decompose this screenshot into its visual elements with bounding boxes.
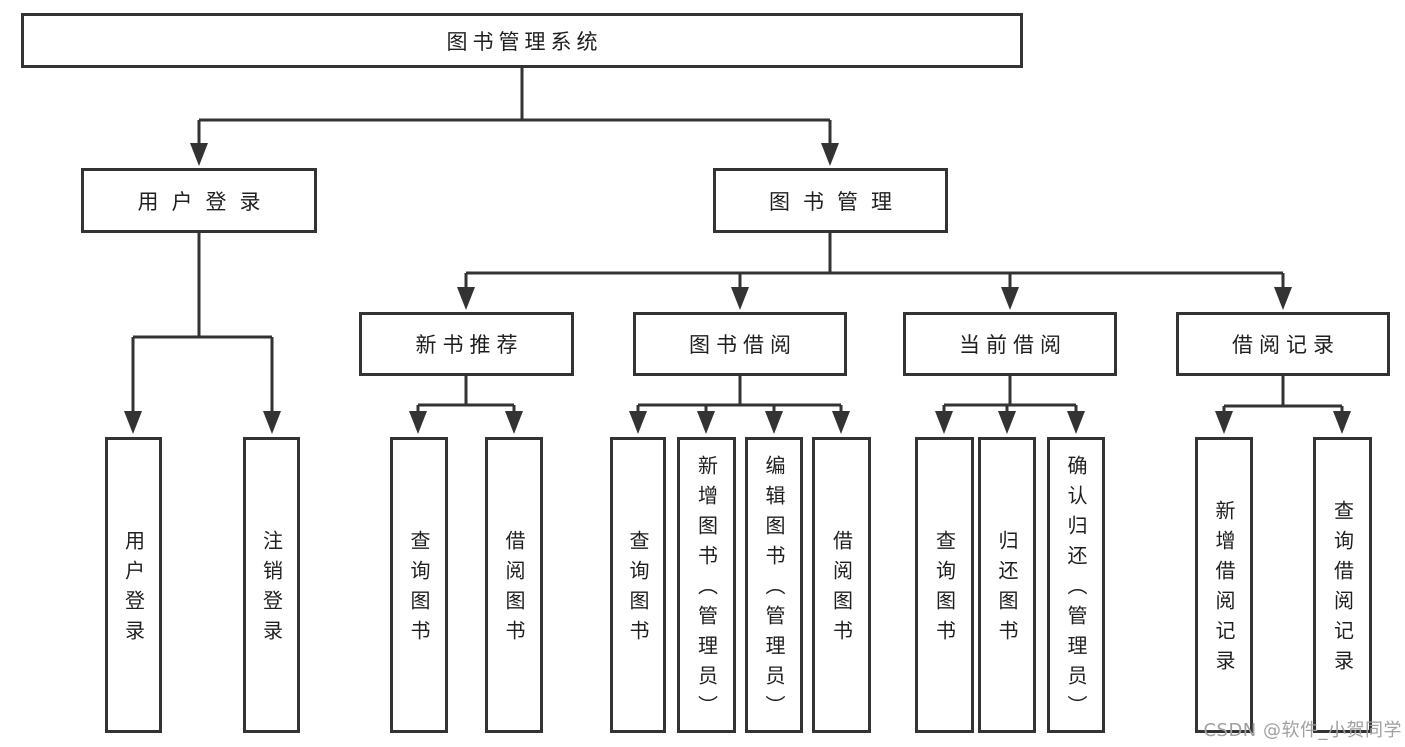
node-borrowing-records: 借阅记录	[1176, 312, 1390, 376]
node-label: 当前借阅	[959, 333, 1067, 357]
leaf-query-books-recommend: 查询图书	[390, 437, 448, 733]
node-book-borrowing: 图书借阅	[633, 312, 847, 376]
node-label: 借阅图书	[502, 530, 526, 650]
node-new-book-recommendation: 新书推荐	[359, 312, 574, 376]
node-label: 借阅记录	[1232, 333, 1340, 357]
leaf-query-borrow-record: 查询借阅记录	[1313, 437, 1372, 733]
node-label: 注销登录	[259, 530, 284, 650]
node-library-management-system: 图书管理系统	[21, 13, 1023, 68]
leaf-confirm-return-admin: 确认归还（管理员）	[1047, 437, 1105, 733]
node-label: 新增借阅记录	[1212, 500, 1236, 680]
node-label: 图书借阅	[689, 333, 797, 357]
node-label: 用户登录	[137, 189, 274, 214]
node-label: 新增图书（管理员）	[694, 455, 719, 725]
leaf-borrow-books-recommend: 借阅图书	[485, 437, 543, 733]
node-label: 查询图书	[626, 530, 650, 650]
leaf-add-books-admin: 新增图书（管理员）	[677, 437, 736, 733]
node-user-login: 用户登录	[81, 168, 317, 233]
node-label: 查询图书	[407, 530, 431, 650]
node-label: 编辑图书（管理员）	[762, 455, 786, 725]
leaf-edit-books-admin: 编辑图书（管理员）	[745, 437, 803, 733]
leaf-user-login: 用户登录	[105, 437, 162, 733]
arrowhead-icons	[124, 143, 1351, 434]
node-label: 借阅图书	[829, 530, 854, 650]
node-label: 查询图书	[932, 530, 957, 650]
node-label: 查询借阅记录	[1330, 500, 1355, 680]
node-book-management: 图书管理	[713, 168, 948, 233]
node-label: 用户登录	[121, 530, 146, 650]
leaf-borrow-books: 借阅图书	[812, 437, 871, 733]
csdn-watermark: CSDN @软件_小贺同学	[1203, 720, 1402, 741]
node-label: 归还图书	[995, 530, 1019, 650]
leaf-query-books-current: 查询图书	[915, 437, 974, 733]
node-current-borrowing: 当前借阅	[903, 312, 1117, 376]
leaf-return-books: 归还图书	[978, 437, 1036, 733]
node-label: 新书推荐	[415, 333, 524, 357]
node-label: 图书管理系统	[446, 29, 603, 54]
leaf-query-books-borrow: 查询图书	[610, 437, 666, 733]
leaf-add-borrow-record: 新增借阅记录	[1195, 437, 1253, 733]
leaf-logout: 注销登录	[243, 437, 300, 733]
node-label: 图书管理	[769, 189, 905, 214]
node-label: 确认归还（管理员）	[1064, 455, 1088, 725]
